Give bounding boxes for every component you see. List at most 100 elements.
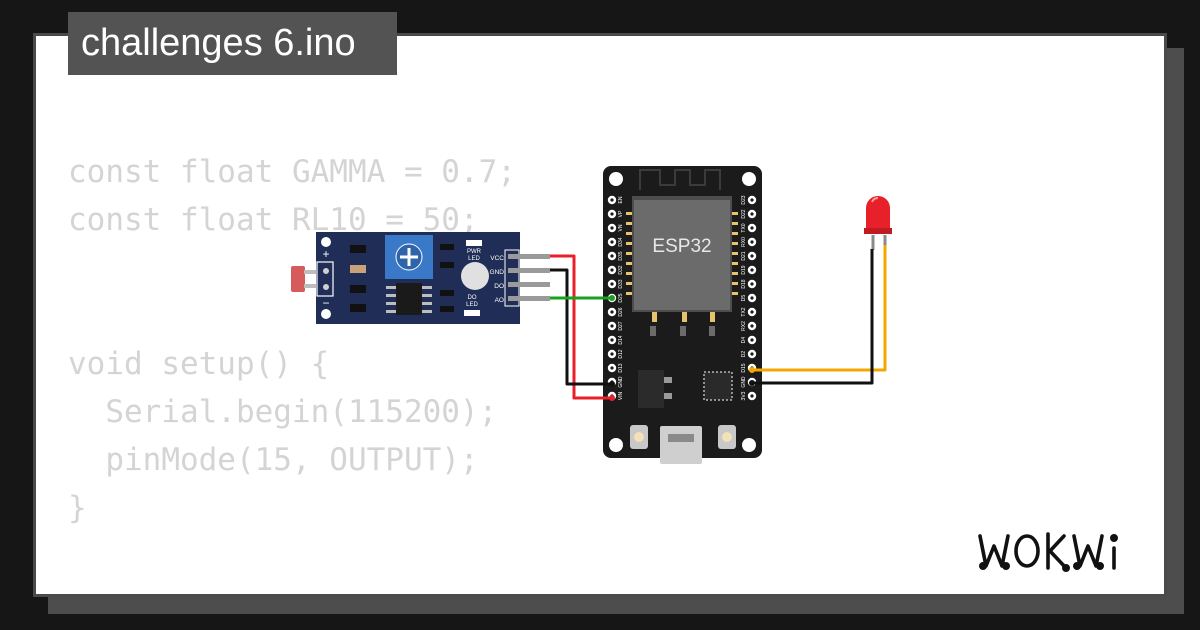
pin-label-ao: AO bbox=[495, 297, 504, 304]
esp32-pin-hole bbox=[750, 212, 754, 216]
button-cap bbox=[634, 432, 644, 442]
esp32-pin-hole bbox=[750, 296, 754, 300]
esp32-pin-hole bbox=[610, 324, 614, 328]
mount-hole bbox=[742, 172, 756, 186]
esp32-pin-label: D2 bbox=[741, 351, 747, 358]
plus-label: + bbox=[322, 247, 329, 261]
wire-gnd-led[interactable] bbox=[752, 249, 874, 385]
esp32-pin-hole bbox=[610, 240, 614, 244]
pin-do[interactable] bbox=[508, 282, 550, 287]
smd-resistor bbox=[350, 304, 366, 312]
usb-socket bbox=[668, 434, 694, 442]
esp32-pin-label: D14 bbox=[618, 335, 624, 344]
esp32-pin-hole bbox=[750, 254, 754, 258]
project-title[interactable]: challenges 6.ino bbox=[68, 12, 397, 75]
esp32-pin-label: D18 bbox=[741, 279, 747, 288]
esp32-pin-label: VIN bbox=[618, 391, 624, 400]
esp32-pin-hole bbox=[750, 282, 754, 286]
esp32-pin-label: GND bbox=[618, 376, 624, 388]
esp32-pin-label: D5 bbox=[741, 295, 747, 302]
wire-d15-led[interactable] bbox=[752, 245, 887, 372]
esp32-pin-label: VN bbox=[618, 224, 624, 231]
comparator-chip bbox=[396, 283, 422, 315]
pin-gnd[interactable] bbox=[508, 268, 550, 273]
pin-header bbox=[504, 249, 520, 307]
esp32-pin-label: RX2 bbox=[741, 321, 747, 331]
esp32-pin-hole bbox=[610, 282, 614, 286]
esp32-right-pin-labels: D23D22TX0RX0D21D19D18D5TX2RX2D4D2D15GND3… bbox=[741, 195, 747, 400]
esp32-pin-label: D22 bbox=[741, 209, 747, 218]
esp32-pin-label: TX0 bbox=[741, 223, 747, 232]
esp32-pin-hole bbox=[750, 324, 754, 328]
pin-ao[interactable] bbox=[508, 296, 550, 301]
project-card[interactable] bbox=[33, 33, 1167, 597]
esp32-pin-hole bbox=[610, 254, 614, 258]
photoresistor-sensor-module[interactable]: + − PWR LED DO LED VCC GN bbox=[291, 232, 550, 324]
esp32-pin-hole bbox=[610, 310, 614, 314]
pin-label-vcc: VCC bbox=[490, 255, 504, 262]
do-led bbox=[464, 310, 480, 316]
button-cap bbox=[722, 432, 732, 442]
esp32-pin-label: D4 bbox=[741, 337, 747, 344]
ldr-pad bbox=[323, 284, 329, 290]
usb-serial-chip bbox=[703, 371, 733, 401]
esp32-pin-hole bbox=[750, 198, 754, 202]
esp32-pin-hole bbox=[610, 366, 614, 370]
esp32-pin-hole bbox=[750, 268, 754, 272]
esp32-pin-label: D32 bbox=[618, 265, 624, 274]
pin-vcc[interactable] bbox=[508, 254, 550, 259]
ldr-pad bbox=[323, 268, 329, 274]
esp32-pin-label: D15 bbox=[741, 363, 747, 372]
esp32-pin-hole bbox=[610, 198, 614, 202]
wire-vcc-vin[interactable] bbox=[550, 254, 612, 400]
esp32-pin-hole bbox=[750, 226, 754, 230]
esp32-pin-hole bbox=[610, 268, 614, 272]
esp32-pin-hole bbox=[750, 310, 754, 314]
esp32-pin-label: D35 bbox=[618, 251, 624, 260]
wire-gnd-gnd[interactable] bbox=[550, 268, 612, 386]
code-line: Serial.begin(115200); bbox=[68, 394, 498, 430]
antenna-trace bbox=[639, 169, 721, 190]
code-line: const float GAMMA = 0.7; bbox=[68, 154, 516, 190]
mount-hole bbox=[742, 438, 756, 452]
mount-hole bbox=[321, 237, 331, 247]
esp32-pin-label: D33 bbox=[618, 279, 624, 288]
esp32-pin-hole bbox=[750, 338, 754, 342]
code-line: void setup() { bbox=[68, 346, 330, 382]
regulator-pin bbox=[664, 377, 672, 383]
code-line: } bbox=[68, 490, 87, 526]
smd-part bbox=[440, 244, 454, 250]
pin-label-gnd: GND bbox=[490, 269, 505, 276]
red-led[interactable] bbox=[864, 196, 892, 250]
pwr-led-label-1: PWR bbox=[467, 249, 482, 255]
minus-label: − bbox=[322, 296, 329, 310]
esp32-pin-hole bbox=[750, 240, 754, 244]
esp32-pin-hole bbox=[750, 352, 754, 356]
smd-part bbox=[440, 290, 454, 296]
smd-resistor bbox=[350, 285, 366, 293]
esp32-pin-hole bbox=[610, 212, 614, 216]
ldr-header bbox=[316, 261, 334, 297]
pin-label-do: DO bbox=[494, 283, 504, 290]
esp32-pin-label: GND bbox=[741, 376, 747, 388]
mount-hole bbox=[321, 309, 331, 319]
esp32-pin-hole bbox=[610, 226, 614, 230]
smd-capacitor bbox=[350, 265, 366, 273]
esp32-pin-label: D34 bbox=[618, 237, 624, 246]
esp32-pin-label: 3V3 bbox=[741, 391, 747, 400]
wires bbox=[550, 245, 887, 400]
ldr-element bbox=[291, 266, 305, 292]
esp32-pin-label: D27 bbox=[618, 321, 624, 330]
esp32-shield bbox=[634, 200, 730, 310]
mount-hole bbox=[609, 172, 623, 186]
esp32-pin-hole bbox=[610, 338, 614, 342]
code-preview: const float GAMMA = 0.7;const float RL10… bbox=[68, 148, 516, 532]
esp32-devkit[interactable]: ESP32 ENVPVND34D35D32D33D25D26D27D14D12D… bbox=[603, 166, 762, 464]
led-rim bbox=[864, 228, 892, 234]
regulator-pin bbox=[664, 393, 672, 399]
esp32-pin-label: D26 bbox=[618, 307, 624, 316]
led-highlight bbox=[871, 197, 879, 203]
esp32-pin-hole bbox=[750, 394, 754, 398]
esp32-pin-label: VP bbox=[618, 210, 624, 217]
esp32-pin-label: D12 bbox=[618, 349, 624, 358]
